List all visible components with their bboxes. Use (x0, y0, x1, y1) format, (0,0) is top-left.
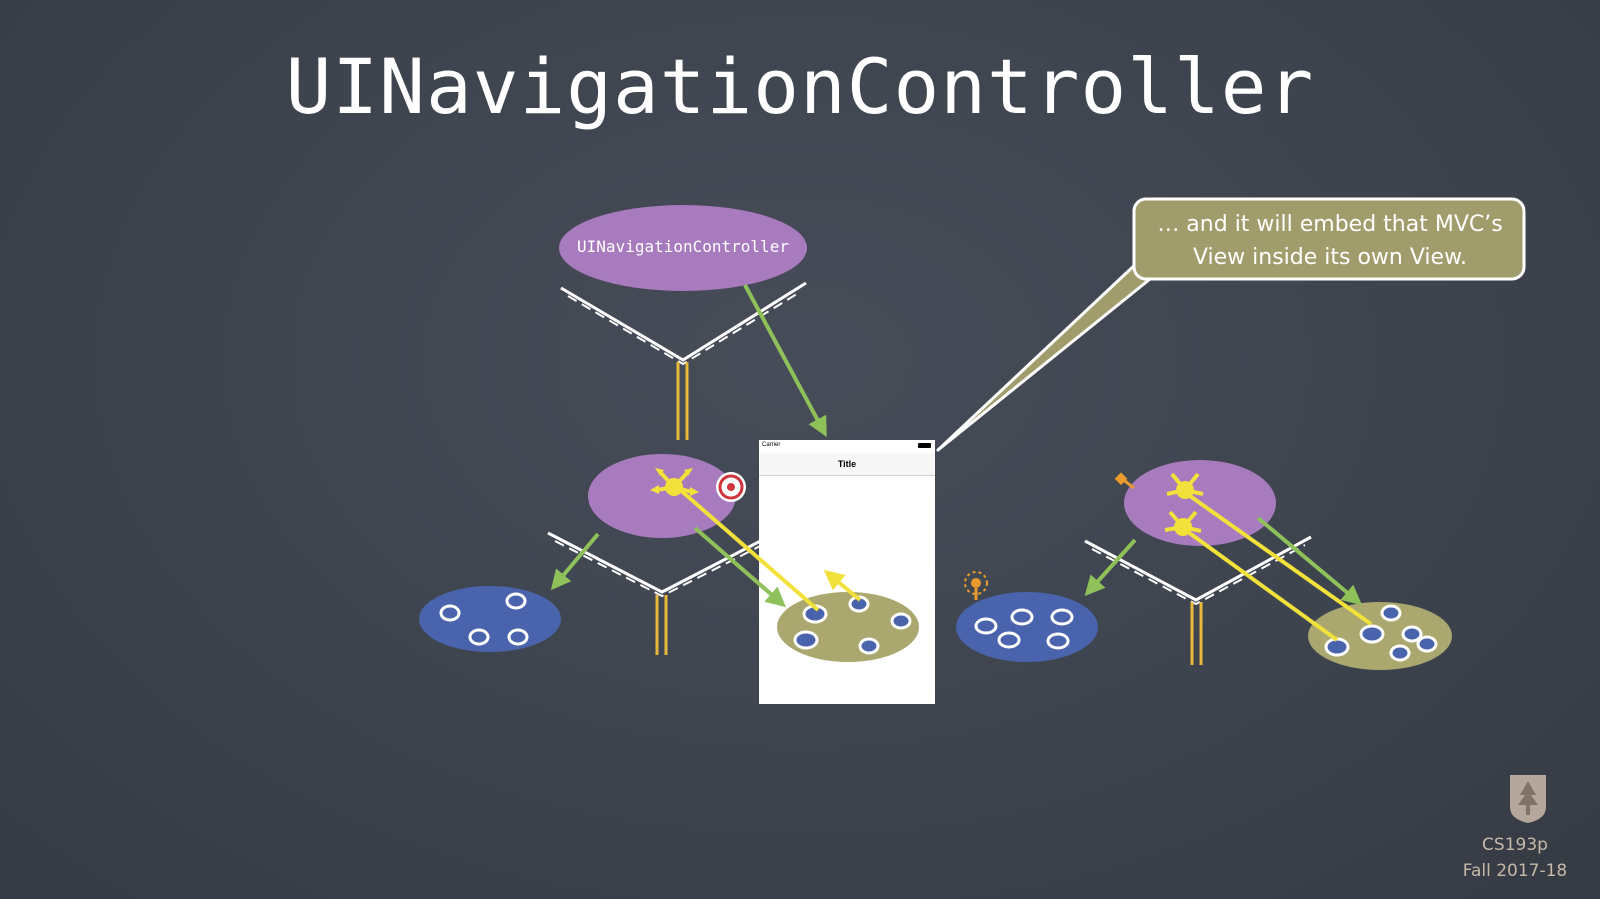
phone-nav-bar: Title (759, 453, 935, 476)
phone-status-bar: Carrier (759, 440, 935, 453)
course-code: CS193p (1482, 835, 1548, 855)
root-nav-controller (559, 205, 807, 291)
left-view-subviews (439, 592, 529, 646)
right-controller-to-model-arrow (1256, 516, 1363, 606)
right-view-subviews (974, 608, 1074, 650)
callout-line-1: … and it will embed that MVC’s (1157, 212, 1503, 237)
callout-bubble (936, 197, 1526, 452)
phone-carrier: Carrier (762, 442, 781, 448)
right-model-items (1324, 604, 1438, 662)
root-to-phone-arrow (743, 284, 827, 438)
right-controller-to-view-arrow (1084, 538, 1137, 596)
right-controller-to-model-yellow-1 (1188, 494, 1373, 626)
slide-title: UINavigationController (285, 42, 1315, 131)
stanford-logo-icon (1510, 775, 1546, 823)
callout-line-2: View inside its own View. (1192, 245, 1468, 270)
course-label: CS193p Fall 2017-18 (1440, 832, 1590, 884)
right-controller-starburst-icon (1164, 472, 1204, 536)
callout-text: … and it will embed that MVC’s View insi… (1140, 208, 1520, 274)
right-view-lightbulb-icon (964, 571, 988, 600)
left-controller-to-model-yellow (676, 486, 820, 612)
right-outlet-fork (1084, 535, 1312, 665)
left-controller (588, 454, 736, 538)
phone-model-items (793, 595, 912, 655)
phone-nav-title: Title (837, 459, 857, 469)
right-controller-to-model-yellow-2 (1186, 530, 1339, 642)
course-term: Fall 2017-18 (1462, 861, 1568, 881)
root-controller-label: UINavigationController (577, 237, 789, 256)
model-to-controller-yellow-arrow (823, 569, 862, 602)
left-controller-to-model-arrow (693, 526, 787, 608)
battery-icon (918, 443, 931, 448)
left-controller-starburst-icon (650, 468, 699, 496)
left-controller-to-view-arrow (550, 532, 600, 591)
left-target-icon (716, 472, 746, 502)
